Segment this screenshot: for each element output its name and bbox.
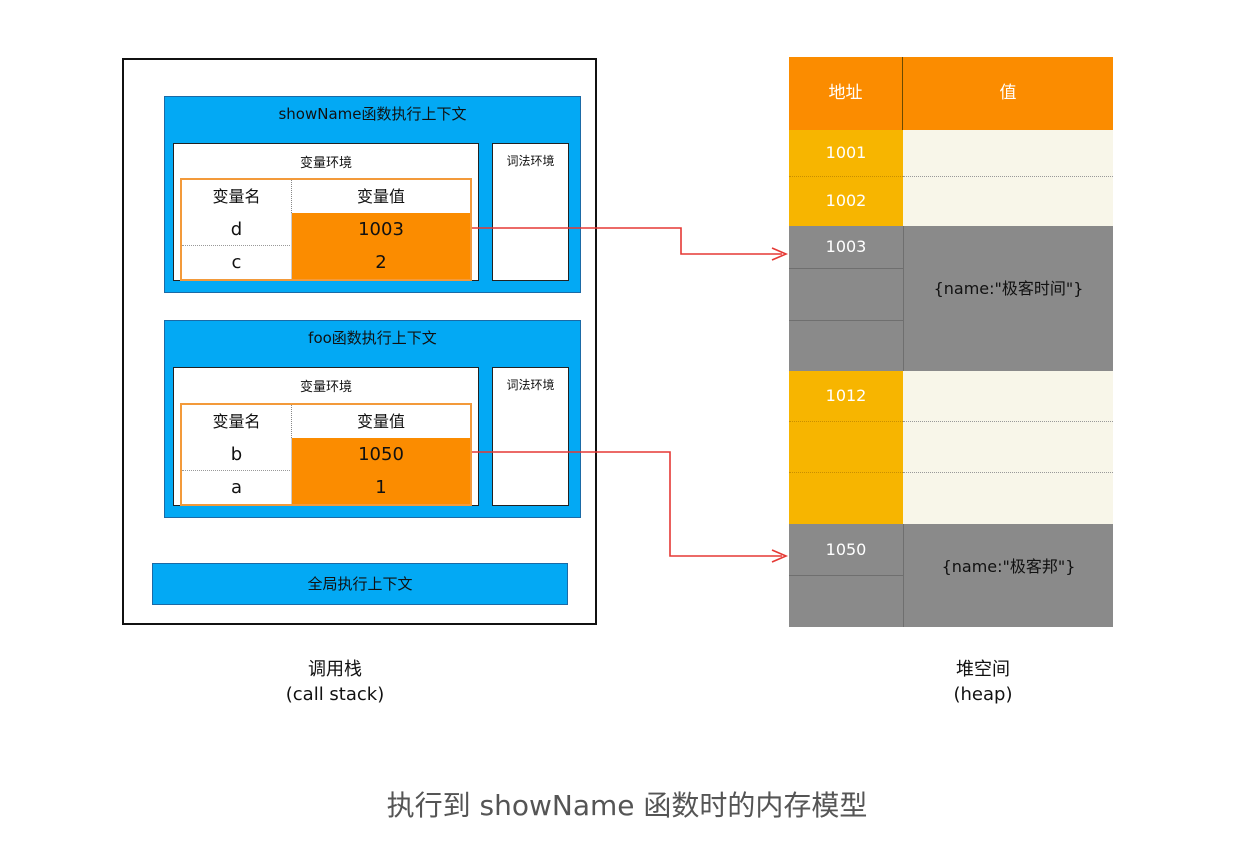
heap-table: 地址 值 1001 1002 1003 {name:"极客时间"} 1012 1… — [789, 57, 1113, 627]
heap-address-cell: 1001 — [789, 130, 903, 177]
heap-value-cell — [903, 422, 1113, 473]
heap-address: 1001 — [825, 143, 867, 162]
variable-environment: 变量环境 变量名 变量值 b 1050 a 1 — [173, 367, 479, 506]
variable-name: d — [182, 213, 292, 246]
heap-address-cell — [789, 321, 903, 371]
heap-address-cell: 1003 — [789, 226, 903, 269]
heap-label-en: (heap) — [953, 684, 1013, 705]
heap-object-cell: {name:"极客邦"} — [903, 524, 1113, 627]
context-title: showName函数执行上下文 — [278, 105, 467, 123]
variable-value: 2 — [292, 246, 470, 279]
heap-address: 1012 — [825, 386, 867, 405]
heap-address-cell: 1002 — [789, 177, 903, 226]
global-execution-context: 全局执行上下文 — [152, 563, 568, 605]
heap-value-cell — [903, 371, 1113, 422]
variable-table: 变量名 变量值 d 1003 c 2 — [180, 178, 472, 281]
variable-environment: 变量环境 变量名 变量值 d 1003 c 2 — [173, 143, 479, 281]
variable-value: 1 — [292, 471, 470, 504]
heap-address-cell: 1012 — [789, 371, 903, 422]
heap-object-cell: {name:"极客时间"} — [903, 226, 1113, 371]
heap-address: 1003 — [825, 237, 867, 256]
showname-execution-context: showName函数执行上下文 变量环境 变量名 变量值 d 1003 c 2 … — [164, 96, 581, 293]
table-row: c 2 — [182, 246, 470, 279]
header-variable-value: 变量值 — [356, 412, 405, 431]
table-header-row: 变量名 变量值 — [182, 180, 470, 213]
variable-environment-title: 变量环境 — [299, 156, 352, 171]
header-variable-name: 变量名 — [182, 405, 292, 438]
table-row: a 1 — [182, 471, 470, 504]
lexical-environment-title: 词法环境 — [506, 378, 555, 392]
heap-object: {name:"极客邦"} — [941, 557, 1076, 576]
heap-label: 堆空间 — [956, 659, 1010, 680]
context-title: foo函数执行上下文 — [308, 329, 437, 347]
variable-value: 1050 — [292, 438, 470, 471]
lexical-environment: 词法环境 — [492, 143, 569, 281]
header-variable-value: 变量值 — [356, 187, 405, 206]
variable-name: b — [182, 438, 292, 471]
variable-environment-title: 变量环境 — [299, 380, 352, 395]
heap-header-value: 值 — [903, 57, 1113, 130]
heap-address-cell — [789, 269, 903, 321]
table-row: b 1050 — [182, 438, 470, 471]
figure-caption: 执行到 showName 函数时的内存模型 — [386, 789, 868, 822]
variable-table: 变量名 变量值 b 1050 a 1 — [180, 403, 472, 506]
table-header-row: 变量名 变量值 — [182, 405, 470, 438]
call-stack-label-en: (call stack) — [285, 684, 385, 705]
heap-value-cell — [903, 130, 1113, 177]
variable-name: c — [182, 246, 292, 279]
heap-address: 1050 — [825, 540, 867, 559]
lexical-environment: 词法环境 — [492, 367, 569, 506]
heap-address-cell — [789, 576, 903, 627]
lexical-environment-title: 词法环境 — [506, 154, 555, 168]
variable-name: a — [182, 471, 292, 504]
heap-value-cell — [903, 473, 1113, 524]
table-row: d 1003 — [182, 213, 470, 246]
heap-header-address: 地址 — [789, 57, 903, 130]
heap-address-cell: 1050 — [789, 524, 903, 576]
variable-value: 1003 — [292, 213, 470, 246]
call-stack-label: 调用栈 — [308, 659, 362, 680]
foo-execution-context: foo函数执行上下文 变量环境 变量名 变量值 b 1050 a 1 词法环境 — [164, 320, 581, 518]
heap-value-cell — [903, 177, 1113, 226]
heap-object: {name:"极客时间"} — [933, 279, 1084, 298]
heap-address-cell — [789, 473, 903, 524]
heap-address-cell — [789, 422, 903, 473]
header-variable-name: 变量名 — [182, 180, 292, 213]
heap-address: 1002 — [825, 191, 867, 210]
